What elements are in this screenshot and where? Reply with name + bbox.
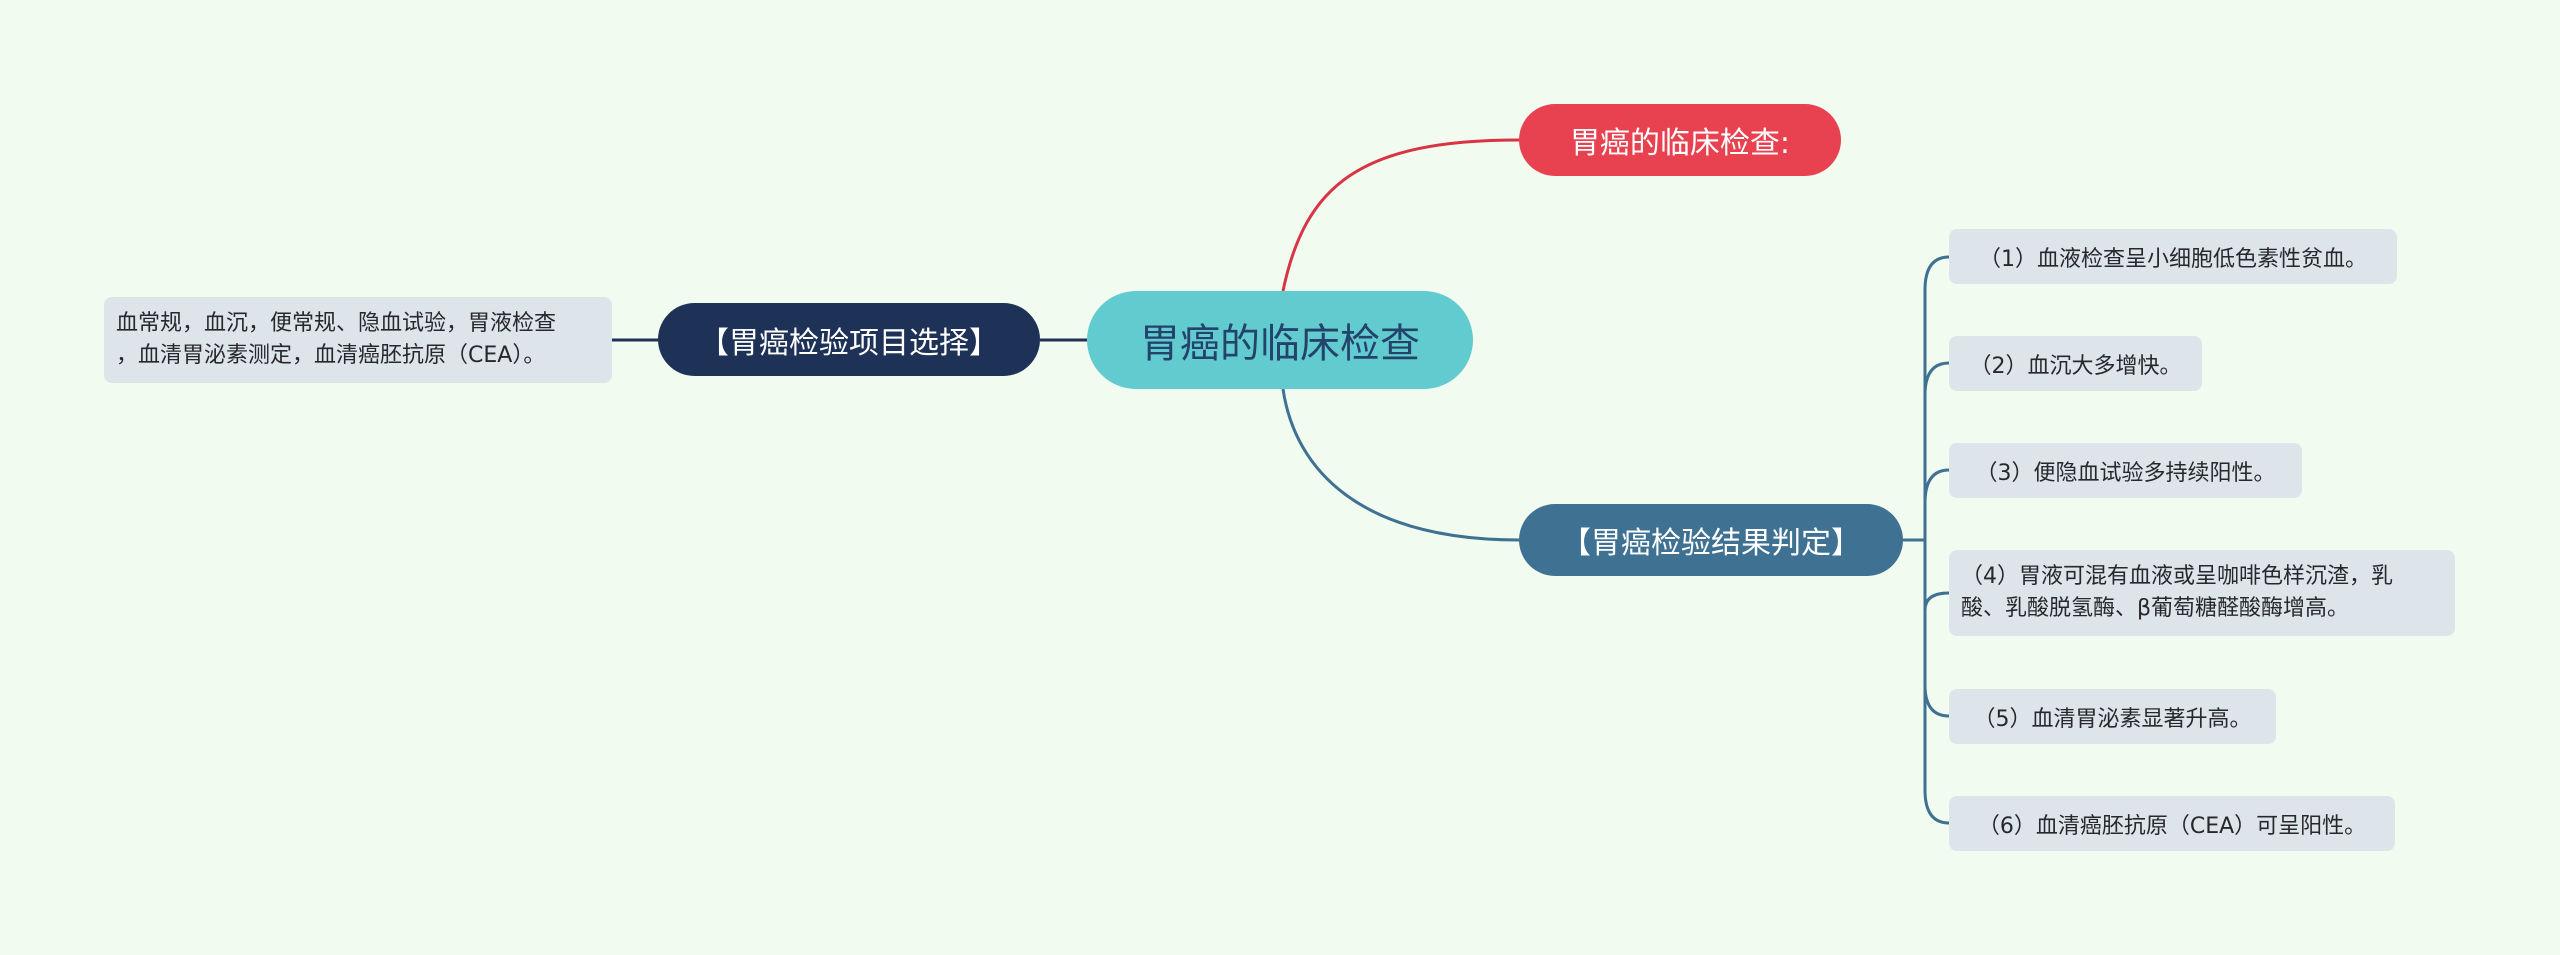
connector-root-to-clinical [1281,138,1520,292]
result-item-3-label: （3）便隐血试验多持续阳性。 [1975,460,2276,486]
connector-root-to-result [1281,388,1520,542]
result-item-2-label: （2）血沉大多增快。 [1969,353,2182,379]
selection-detail-line-2: ，血清胃泌素测定，血清癌胚抗原（CEA）。 [116,343,546,368]
connector-result-item-6 [1923,540,1950,825]
result-item-6-label: （6）血清癌胚抗原（CEA）可呈阳性。 [1977,813,2367,839]
connector-result-item-3 [1923,468,1950,540]
selection-detail-line-1: 血常规，血沉，便常规、隐血试验，胃液检查 [116,311,557,336]
result-item-2[interactable]: （2）血沉大多增快。 [1949,336,2202,391]
result-item-4-line-2: 酸、乳酸脱氢酶、β葡萄糖醛酸酶增高。 [1961,596,2350,621]
result-item-4[interactable]: （4）胃液可混有血液或呈咖啡色样沉渣，乳 酸、乳酸脱氢酶、β葡萄糖醛酸酶增高。 [1949,550,2455,636]
branch-test-selection-label: 【胃癌检验项目选择】 [699,325,999,361]
connector-result-item-4 [1923,540,1950,611]
connector-result-item-1 [1923,255,1950,540]
branch-clinical-exam[interactable]: 胃癌的临床检查: [1519,104,1841,176]
root-topic[interactable]: 胃癌的临床检查 [1087,291,1473,389]
result-item-5[interactable]: （5）血清胃泌素显著升高。 [1949,689,2276,744]
branch-result-judgment[interactable]: 【胃癌检验结果判定】 [1519,504,1903,576]
result-item-1[interactable]: （1）血液检查呈小细胞低色素性贫血。 [1949,229,2397,284]
connector-result-item-5 [1923,540,1950,718]
connector-result-item-2 [1923,361,1950,540]
result-item-6[interactable]: （6）血清癌胚抗原（CEA）可呈阳性。 [1949,796,2395,851]
root-topic-label: 胃癌的临床检查 [1140,321,1420,367]
result-item-5-label: （5）血清胃泌素显著升高。 [1973,706,2252,732]
branch-clinical-exam-label: 胃癌的临床检查: [1569,126,1791,161]
selection-detail[interactable]: 血常规，血沉，便常规、隐血试验，胃液检查 ，血清胃泌素测定，血清癌胚抗原（CEA… [104,297,612,383]
result-item-4-line-1: （4）胃液可混有血液或呈咖啡色样沉渣，乳 [1961,564,2393,589]
branch-result-judgment-label: 【胃癌检验结果判定】 [1561,526,1861,561]
result-item-1-label: （1）血液检查呈小细胞低色素性贫血。 [1979,246,2367,272]
branch-test-selection[interactable]: 【胃癌检验项目选择】 [658,303,1040,376]
result-item-3[interactable]: （3）便隐血试验多持续阳性。 [1949,443,2302,498]
